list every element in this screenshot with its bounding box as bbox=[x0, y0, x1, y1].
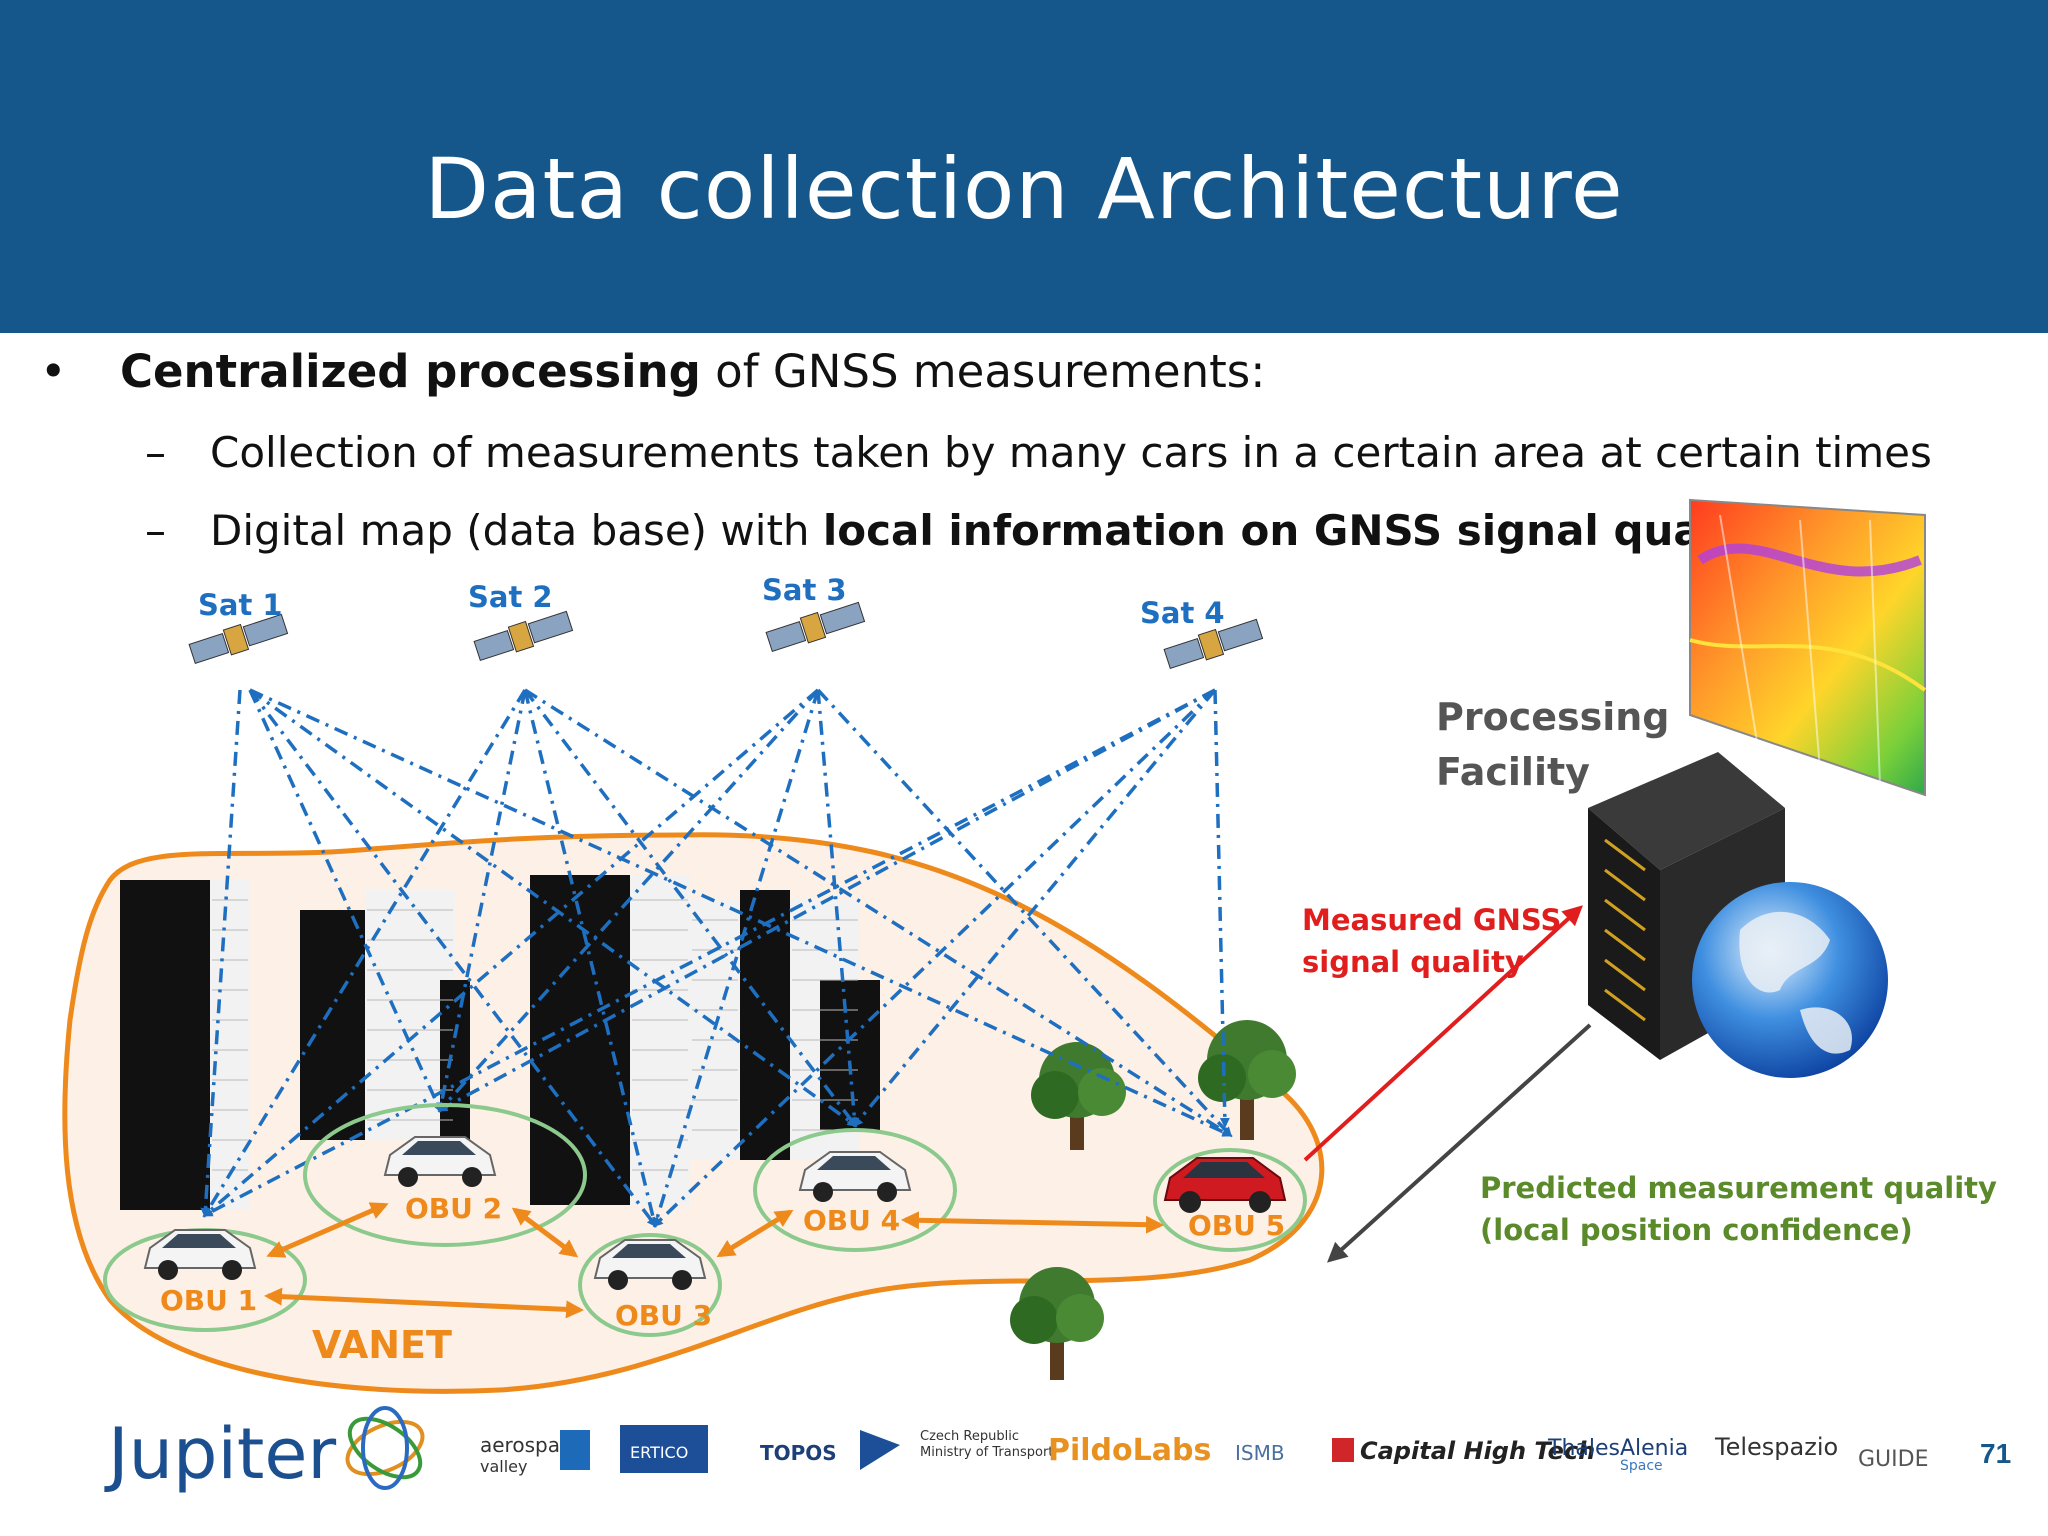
svg-text:Ministry of Transport: Ministry of Transport bbox=[920, 1445, 1053, 1460]
satellite-icon bbox=[1163, 618, 1264, 670]
satellite-icon bbox=[188, 613, 289, 665]
car-icon bbox=[1163, 1157, 1287, 1213]
telespazio-logo: Telespazio bbox=[1714, 1433, 1838, 1461]
car-icon bbox=[383, 1136, 497, 1187]
tree-icon bbox=[1198, 1020, 1296, 1140]
sub-bullet-2-bold: local information on GNSS signal quality bbox=[822, 506, 1779, 555]
vanet-links bbox=[264, 1202, 1164, 1319]
satellite-label: Sat 3 bbox=[762, 573, 847, 607]
capital-high-tech-logo: Capital High Tech bbox=[1332, 1437, 1595, 1465]
svg-text:ThalesAlenia: ThalesAlenia bbox=[1547, 1436, 1688, 1461]
obu-label: OBU 3 bbox=[615, 1299, 712, 1332]
bullet-main-rest: of GNSS measurements: bbox=[700, 345, 1266, 398]
obu-rings bbox=[103, 1103, 1307, 1337]
car-icon bbox=[593, 1239, 707, 1290]
jupiter-orbit-icon bbox=[345, 1406, 425, 1490]
page-number: 71 bbox=[1980, 1438, 2012, 1469]
satellite-label: Sat 1 bbox=[198, 588, 283, 622]
svg-text:Space: Space bbox=[1620, 1458, 1663, 1474]
aerospace-valley-logo: aerospace valley bbox=[480, 1430, 590, 1476]
measured-label: Measured GNSS bbox=[1302, 903, 1561, 937]
svg-text:valley: valley bbox=[480, 1457, 527, 1476]
slide-title: Data collection Architecture bbox=[424, 140, 1624, 238]
partner-logos: Jupiter aerospace valley ERTICO TOPOS Cz… bbox=[104, 1406, 1928, 1495]
sub-bullet-2-text: Digital map (data base) with local infor… bbox=[210, 506, 1778, 555]
bullet-main-text: Centralized processing of GNSS measureme… bbox=[120, 345, 1265, 398]
tree-icon bbox=[1031, 1042, 1126, 1150]
obu-label: OBU 4 bbox=[803, 1204, 900, 1237]
obu-label: OBU 2 bbox=[405, 1192, 502, 1225]
sub-bullet-1-text: Collection of measurements taken by many… bbox=[210, 428, 1932, 477]
pildolabs-logo: PildoLabs bbox=[1048, 1433, 1211, 1468]
svg-text:ERTICO: ERTICO bbox=[630, 1443, 688, 1462]
topos-logo: TOPOS bbox=[760, 1441, 837, 1465]
guide-logo: GUIDE bbox=[1858, 1447, 1928, 1472]
obu-label: OBU 5 bbox=[1188, 1209, 1285, 1242]
satellite-label: Sat 2 bbox=[468, 580, 553, 614]
predicted-quality-arrow bbox=[1327, 1023, 1592, 1263]
title-banner bbox=[0, 0, 2048, 333]
satellite-icon bbox=[473, 610, 574, 662]
predicted-label: (local position confidence) bbox=[1480, 1213, 1913, 1247]
obu-label: OBU 1 bbox=[160, 1284, 257, 1317]
city-buildings bbox=[120, 875, 880, 1210]
ertico-logo: ERTICO bbox=[620, 1425, 708, 1473]
vanet-label: VANET bbox=[312, 1323, 452, 1367]
car-icon bbox=[143, 1229, 257, 1280]
measured-quality-arrow bbox=[1303, 905, 1583, 1162]
facility-label: Processing bbox=[1436, 695, 1670, 739]
satellite-signal-links bbox=[200, 688, 1233, 1228]
facility-label: Facility bbox=[1436, 750, 1590, 794]
signal-quality-map bbox=[1689, 498, 1927, 797]
sub-dash: – bbox=[145, 428, 166, 477]
czech-ministry-logo: Czech Republic Ministry of Transport bbox=[860, 1429, 1053, 1470]
sub-bullet-2-plain: Digital map (data base) with bbox=[210, 506, 823, 555]
thales-alenia-logo: ThalesAlenia Space bbox=[1547, 1436, 1688, 1474]
svg-text:Czech Republic: Czech Republic bbox=[920, 1429, 1019, 1444]
bullet-dot: • bbox=[40, 345, 67, 398]
sub-dash: – bbox=[145, 506, 166, 555]
predicted-label: Predicted measurement quality bbox=[1480, 1171, 1997, 1205]
measured-label: signal quality bbox=[1302, 945, 1524, 979]
jupiter-logo: Jupiter bbox=[104, 1413, 336, 1495]
satellite-label: Sat 4 bbox=[1140, 596, 1225, 630]
tree-icon bbox=[1010, 1267, 1104, 1380]
satellite-icon bbox=[765, 601, 866, 653]
ismb-logo: ISMB bbox=[1235, 1441, 1285, 1465]
bullet-main-bold: Centralized processing bbox=[120, 345, 701, 398]
svg-text:Capital High Tech: Capital High Tech bbox=[1360, 1437, 1595, 1465]
car-icon bbox=[798, 1151, 912, 1202]
globe-icon bbox=[1692, 882, 1888, 1078]
